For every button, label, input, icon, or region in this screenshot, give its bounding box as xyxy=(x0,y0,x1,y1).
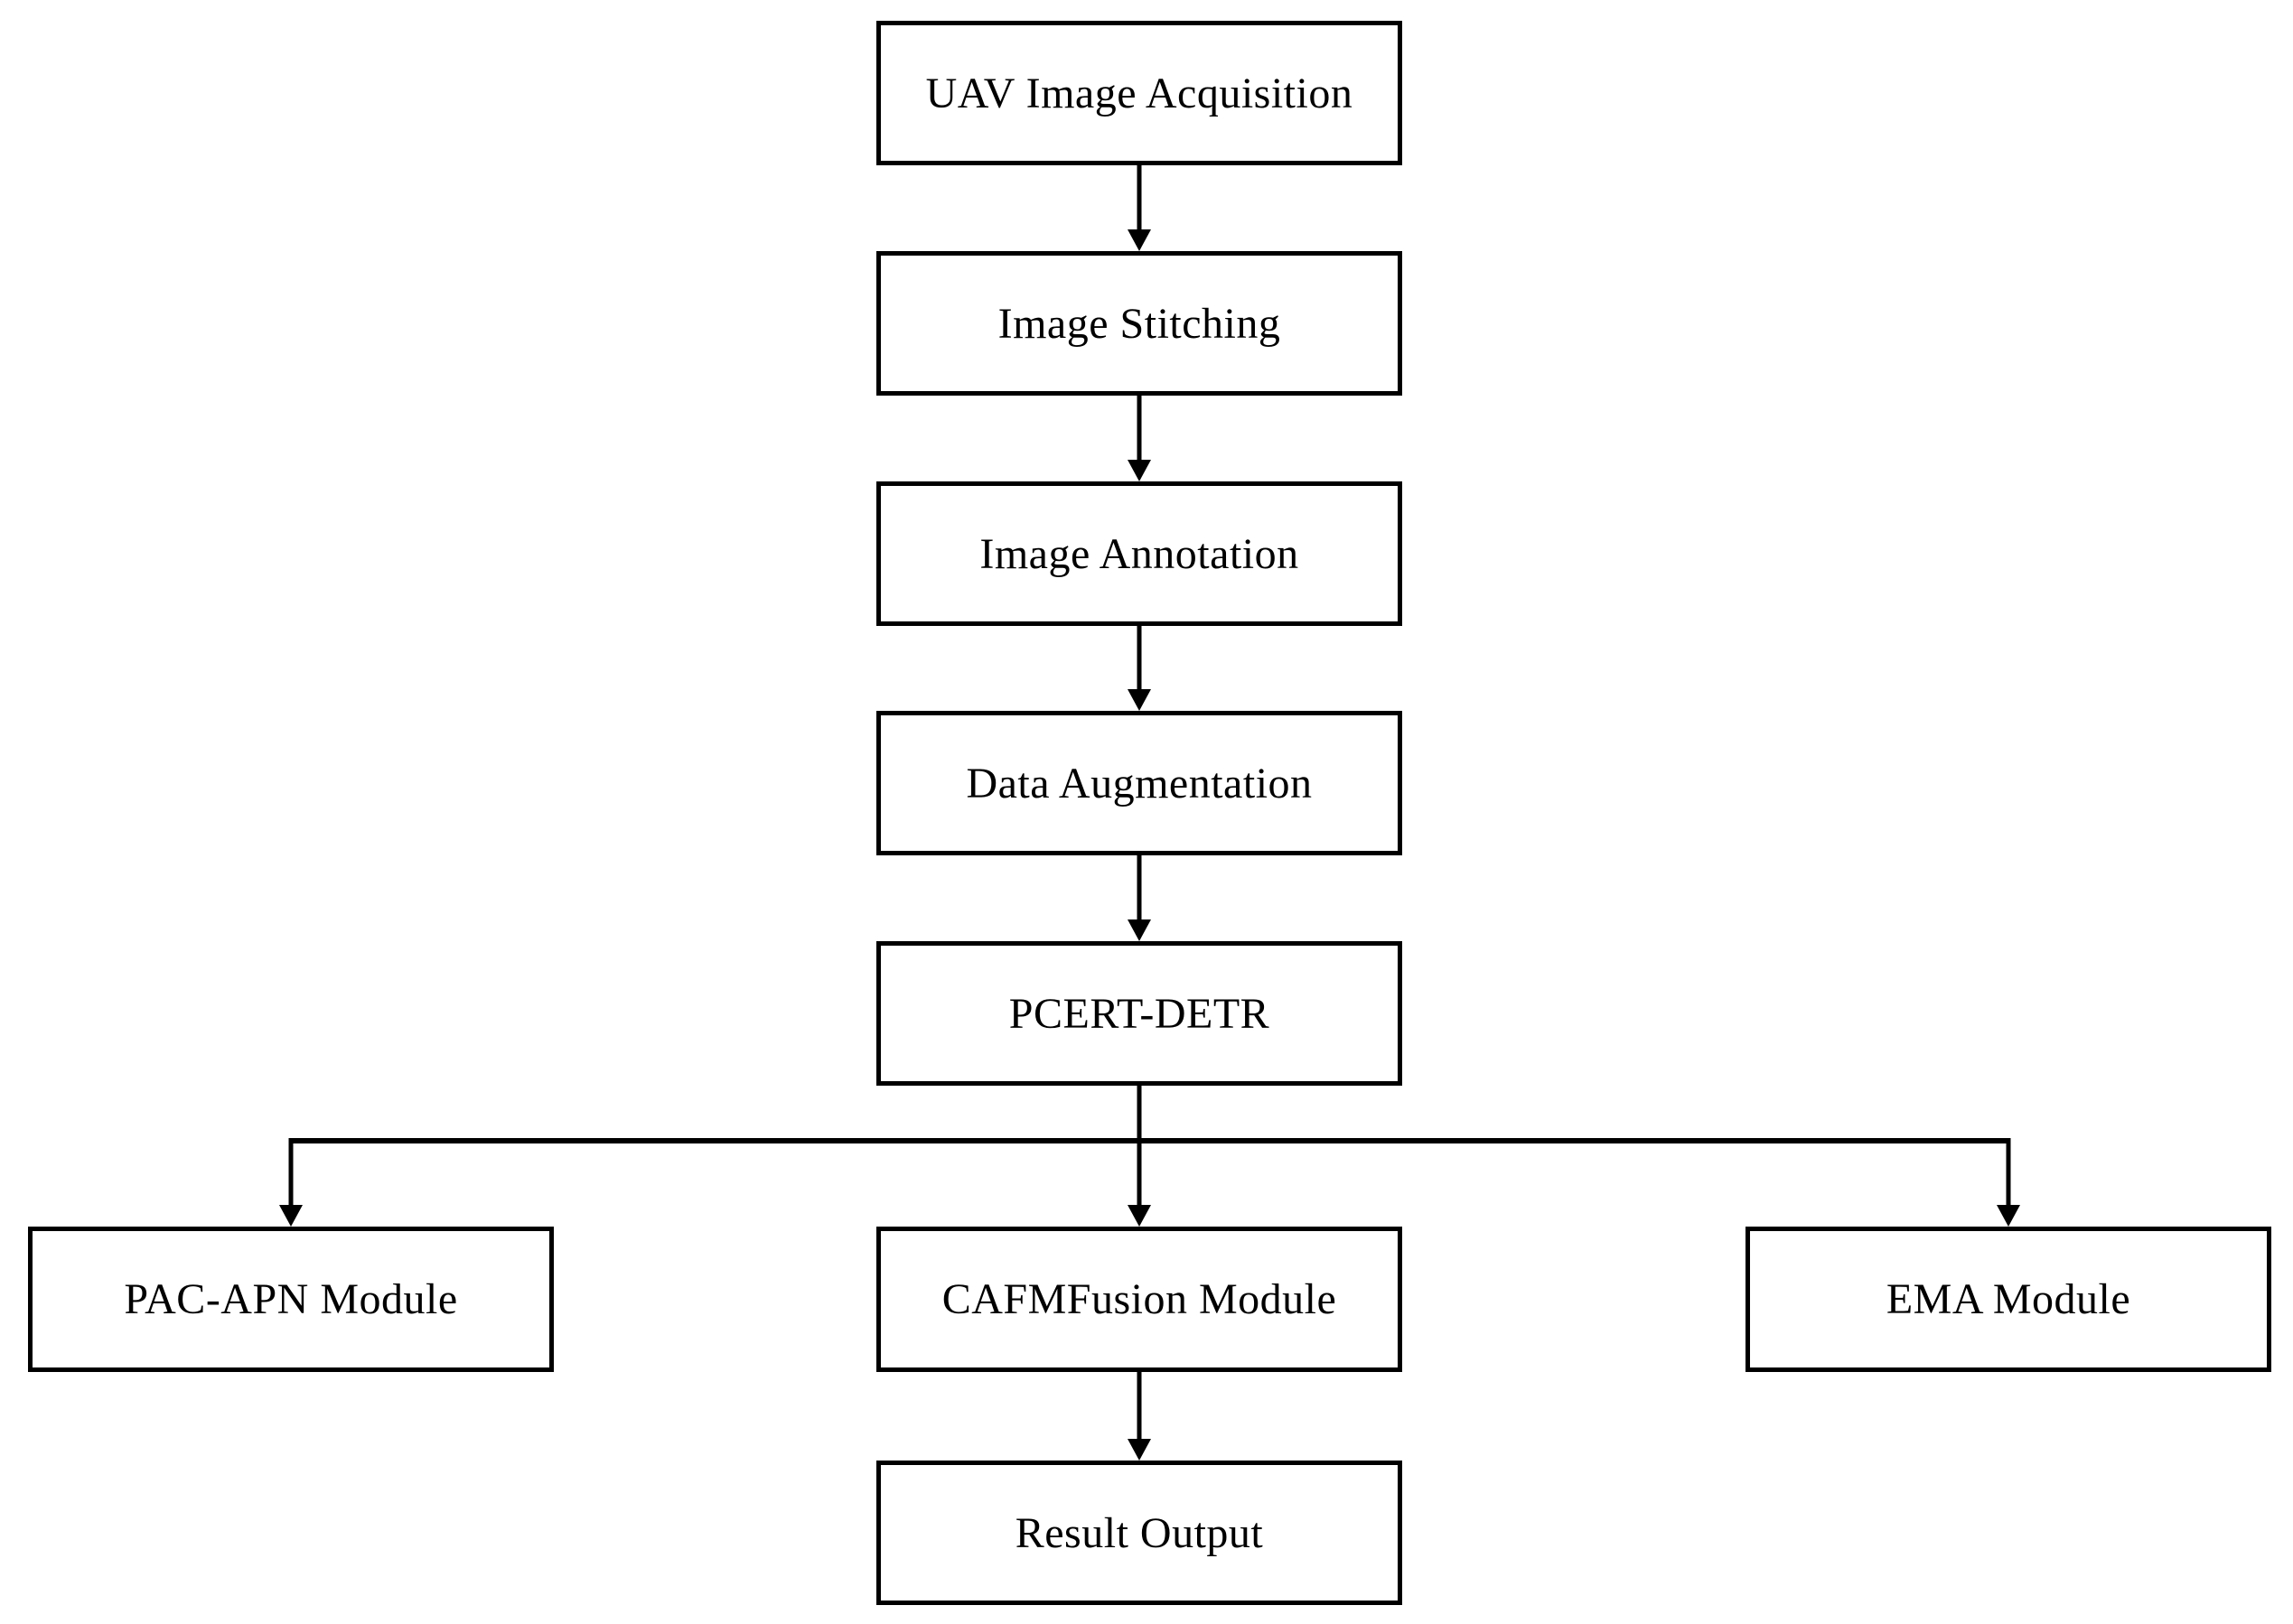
node-label: Data Augmentation xyxy=(966,759,1313,807)
node-result-output: Result Output xyxy=(876,1461,1402,1605)
node-pcert-detr: PCERT-DETR xyxy=(876,941,1402,1086)
connector-pcert-detr-to-cafmfusion xyxy=(1128,1141,1151,1227)
connector-cafmfusion-to-result-output xyxy=(1128,1372,1151,1461)
arrowhead-icon xyxy=(1128,919,1151,941)
arrowhead-icon xyxy=(1128,689,1151,711)
arrowhead-icon xyxy=(279,1205,303,1227)
node-label: Image Annotation xyxy=(979,529,1299,578)
connector-uav-to-image-stitching xyxy=(1128,165,1151,251)
arrowhead-icon xyxy=(1128,460,1151,481)
node-pac-apn-module: PAC-APN Module xyxy=(28,1227,554,1372)
node-image-stitching: Image Stitching xyxy=(876,251,1402,396)
node-label: Result Output xyxy=(1015,1508,1264,1557)
node-label: PCERT-DETR xyxy=(1008,989,1270,1038)
node-label: PAC-APN Module xyxy=(124,1275,458,1323)
node-image-annotation: Image Annotation xyxy=(876,481,1402,626)
node-label: UAV Image Acquisition xyxy=(925,69,1353,117)
node-label: Image Stitching xyxy=(997,299,1281,348)
arrowhead-icon xyxy=(1997,1205,2020,1227)
connector-pcert-detr-to-pac-apn xyxy=(279,1138,303,1227)
arrowhead-icon xyxy=(1128,229,1151,251)
node-cafmfusion-module: CAFMFusion Module xyxy=(876,1227,1402,1372)
node-label: EMA Module xyxy=(1886,1275,2131,1323)
arrowhead-icon xyxy=(1128,1205,1151,1227)
node-uav-image-acquisition: UAV Image Acquisition xyxy=(876,21,1402,165)
arrowhead-icon xyxy=(1128,1439,1151,1461)
node-ema-module: EMA Module xyxy=(1745,1227,2271,1372)
node-data-augmentation: Data Augmentation xyxy=(876,711,1402,855)
connector-image-stitching-to-image-annotation xyxy=(1128,396,1151,481)
connector-image-annotation-to-data-augmentation xyxy=(1128,626,1151,711)
node-label: CAFMFusion Module xyxy=(941,1275,1337,1323)
connector-pcert-detr-to-ema xyxy=(1997,1138,2020,1227)
connector-data-augmentation-to-pcert-detr xyxy=(1128,855,1151,941)
